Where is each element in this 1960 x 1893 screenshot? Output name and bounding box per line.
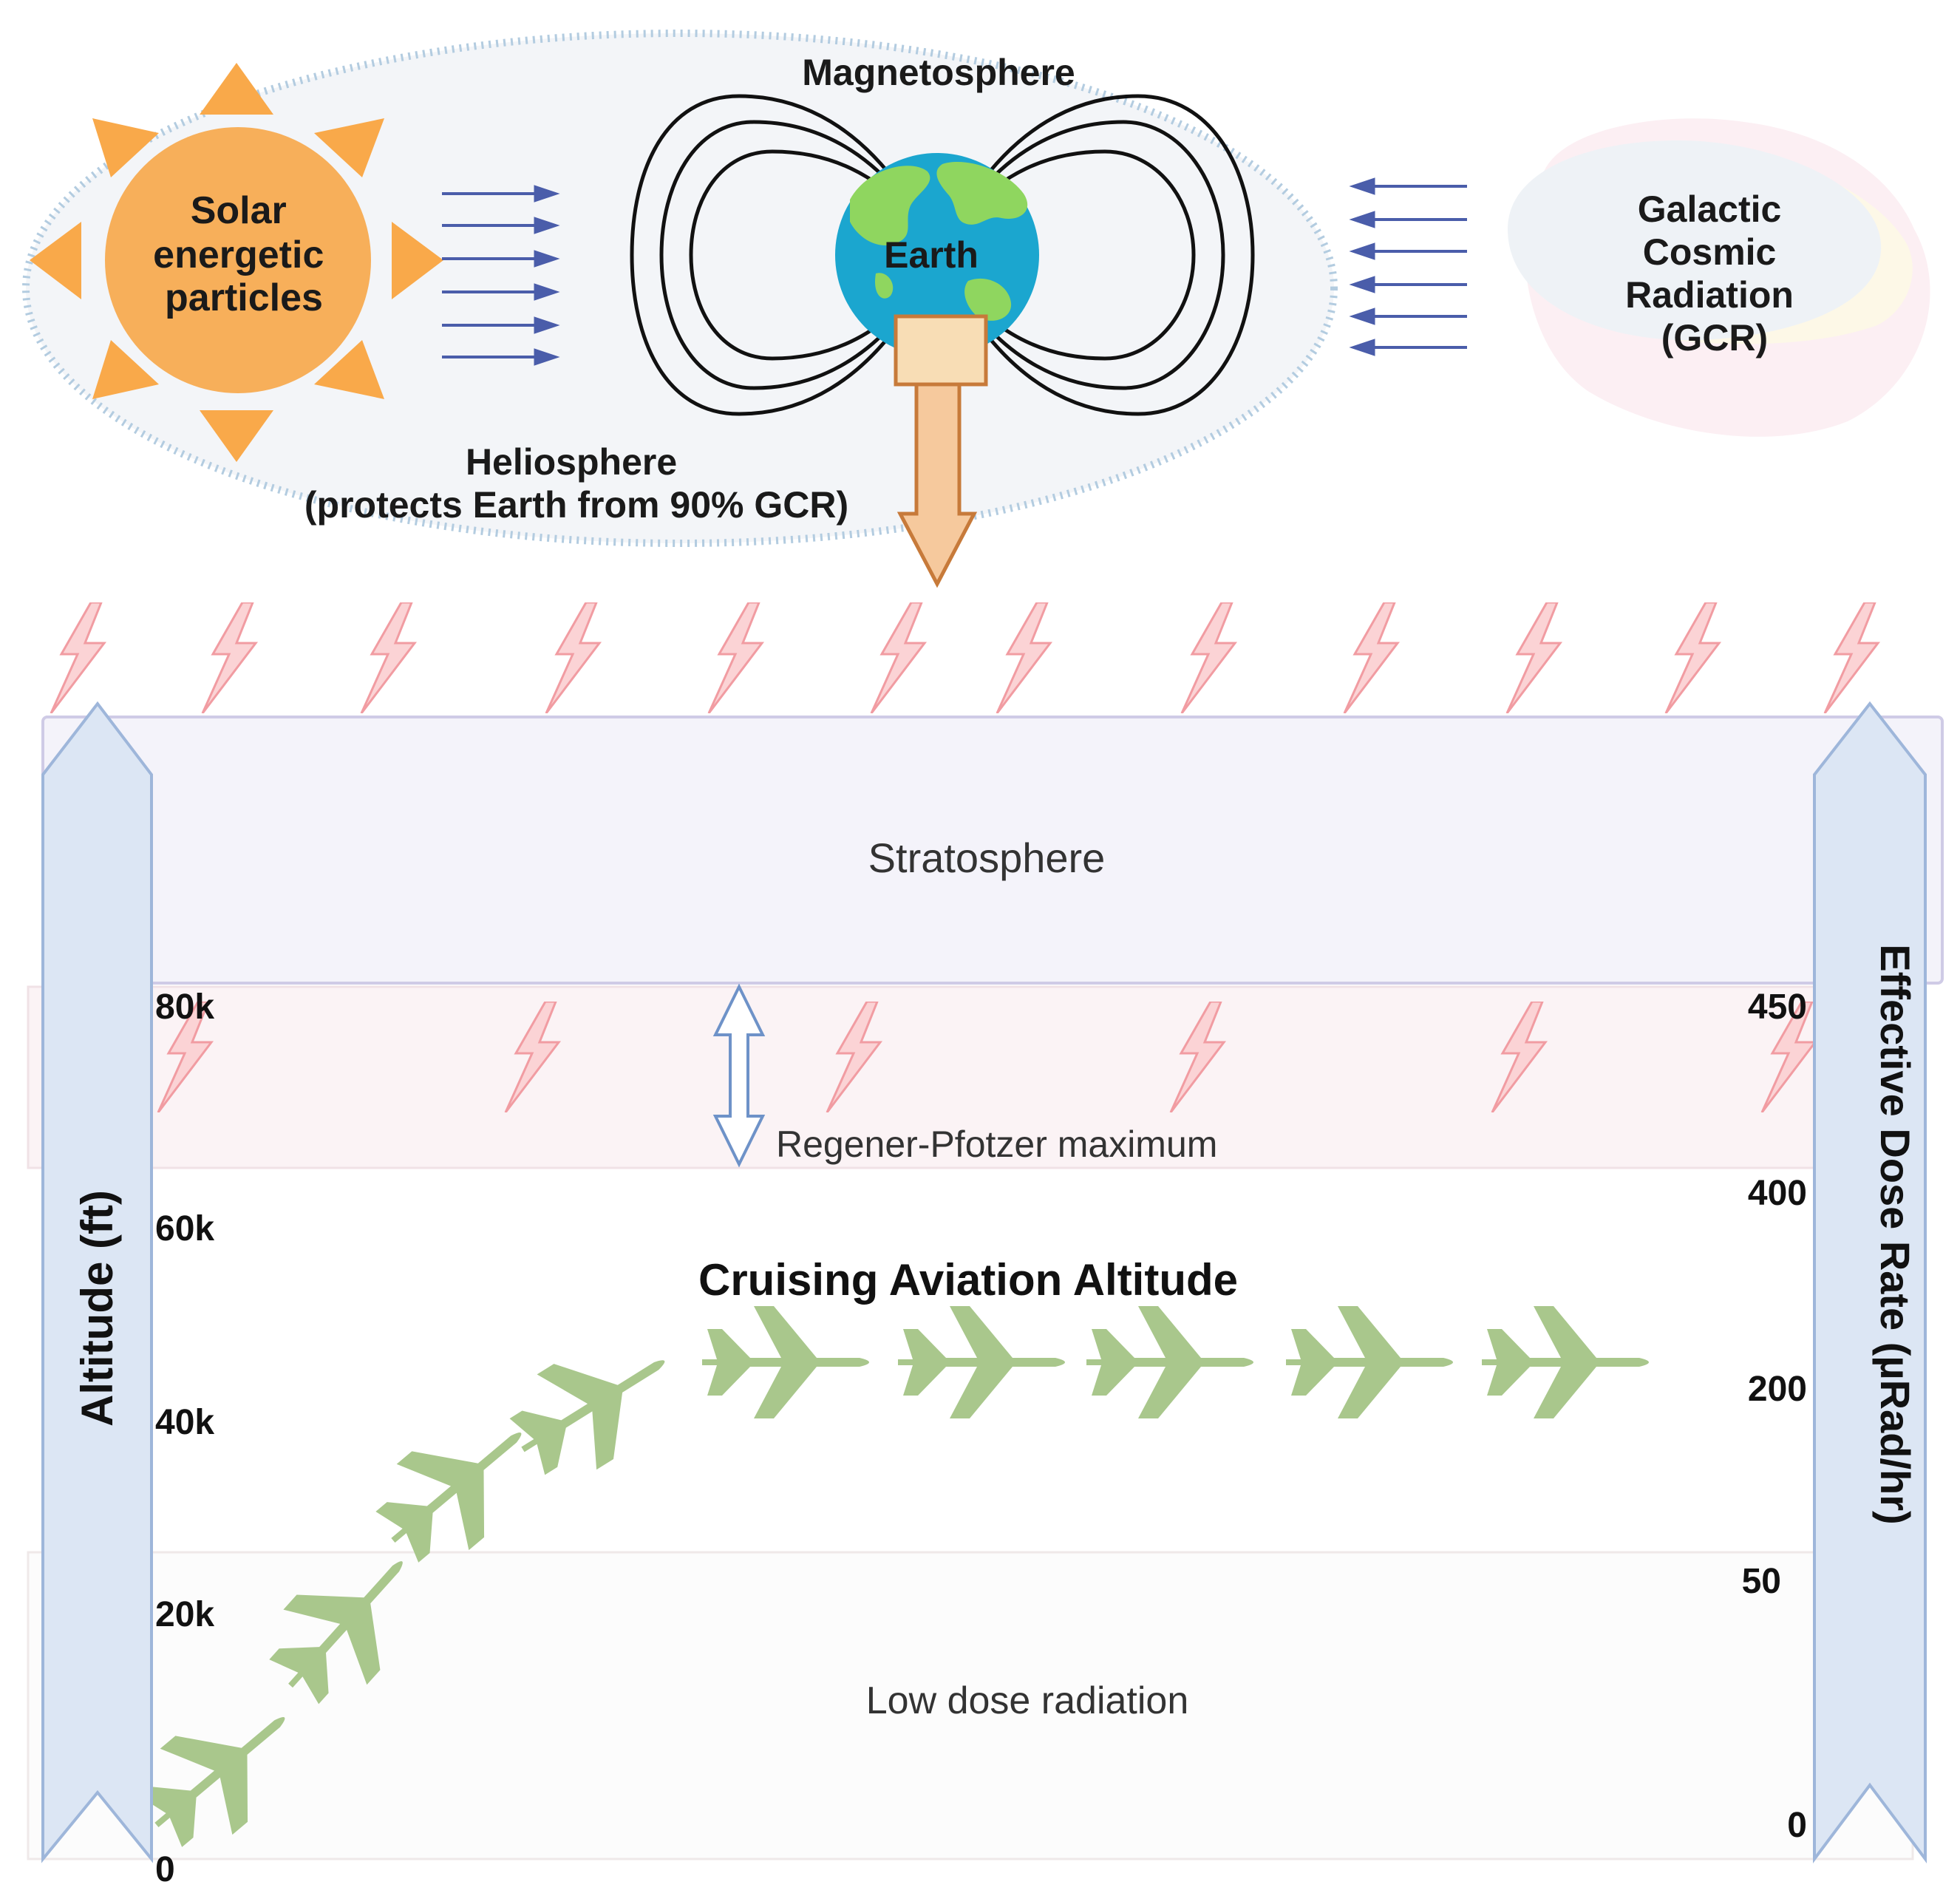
radiation-bolt-icon xyxy=(201,602,257,713)
arrow-left-icon xyxy=(1350,178,1467,194)
earth-icon xyxy=(835,153,1039,357)
radiation-bolt-icon xyxy=(50,602,106,713)
altitude-ticks: 80k 60k 40k 20k 0 xyxy=(155,988,214,1889)
radiation-bolt-icon xyxy=(870,602,926,713)
altitude-tick: 40k xyxy=(155,1403,214,1442)
airplane-icon xyxy=(493,1313,695,1498)
double-arrow-icon xyxy=(712,983,766,1168)
down-arrow-icon xyxy=(894,314,988,588)
airplane-icon xyxy=(1482,1306,1649,1418)
sun-ray xyxy=(200,63,273,115)
gcr-cloud-icon xyxy=(1508,118,1930,437)
sun-ray xyxy=(92,340,159,399)
radiation-bolt-icon xyxy=(1180,602,1236,713)
altitude-tick: 60k xyxy=(155,1209,214,1248)
sun-ray xyxy=(200,410,273,462)
radiation-bolts-top xyxy=(50,602,1879,713)
sun-ray xyxy=(314,340,384,399)
altitude-tick: 0 xyxy=(155,1850,175,1889)
radiation-bolt-icon xyxy=(1343,602,1399,713)
cruising-altitude-label: Cruising Aviation Altitude xyxy=(698,1255,1238,1305)
gcr-label: Galactic Cosmic Radiation (GCR) xyxy=(1625,188,1804,358)
dose-rate-axis-arrow xyxy=(1813,701,1927,1863)
airplane-icon xyxy=(1086,1306,1253,1418)
airplane-icon xyxy=(1286,1306,1453,1418)
dose-rate-tick: 400 xyxy=(1748,1174,1807,1213)
stratosphere-label: Stratosphere xyxy=(868,835,1106,881)
regener-pfotzer-label: Regener-Pfotzer maximum xyxy=(776,1124,1217,1165)
altitude-axis-arrow xyxy=(41,701,153,1863)
sun-disc xyxy=(105,127,371,393)
altitude-tick: 80k xyxy=(155,988,214,1027)
arrow-left-icon xyxy=(1350,339,1467,356)
arrow-left-icon xyxy=(1350,211,1467,228)
gcr-arrows xyxy=(1350,178,1467,356)
radiation-bolt-icon xyxy=(360,602,416,713)
sun-icon xyxy=(30,63,443,462)
sun-ray xyxy=(92,118,159,177)
dose-rate-tick: 450 xyxy=(1748,988,1807,1027)
dose-rate-tick: 0 xyxy=(1787,1806,1807,1845)
altitude-axis-title: Altitude (ft) xyxy=(72,1190,122,1427)
radiation-bolt-icon xyxy=(545,602,601,713)
dose-rate-ticks: 450 400 200 50 0 xyxy=(1742,988,1807,1845)
earth-label: Earth xyxy=(884,234,979,276)
dose-rate-axis-title: Effective Dose Rate (µRad/hr) xyxy=(1872,944,1919,1524)
magnetosphere-label: Magnetosphere xyxy=(802,52,1075,93)
radiation-bolt-icon xyxy=(1823,602,1879,713)
heliosphere-label: Heliosphere (protects Earth from 90% GCR… xyxy=(304,441,848,526)
radiation-bolt-icon xyxy=(707,602,763,713)
airplane-icon xyxy=(898,1306,1065,1418)
radiation-bolt-icon xyxy=(996,602,1052,713)
radiation-bolt-icon xyxy=(1664,602,1721,713)
airplane-icon xyxy=(702,1306,869,1418)
regener-pfotzer-band xyxy=(27,985,1899,1169)
sun-ray xyxy=(314,118,384,177)
radiation-bolt-icon xyxy=(1505,602,1562,713)
sun-ray xyxy=(30,222,81,299)
arrow-left-icon xyxy=(1350,308,1467,324)
arrow-left-icon xyxy=(1350,276,1467,293)
sun-ray xyxy=(392,222,443,299)
dose-rate-tick: 50 xyxy=(1742,1562,1781,1601)
arrow-left-icon xyxy=(1350,243,1467,259)
sun-label: Solar energetic particles xyxy=(153,189,335,319)
dose-rate-tick: 200 xyxy=(1748,1370,1807,1409)
low-dose-label: Low dose radiation xyxy=(866,1679,1189,1722)
magnetosphere-field-lines xyxy=(630,94,1255,416)
altitude-tick: 20k xyxy=(155,1595,214,1634)
